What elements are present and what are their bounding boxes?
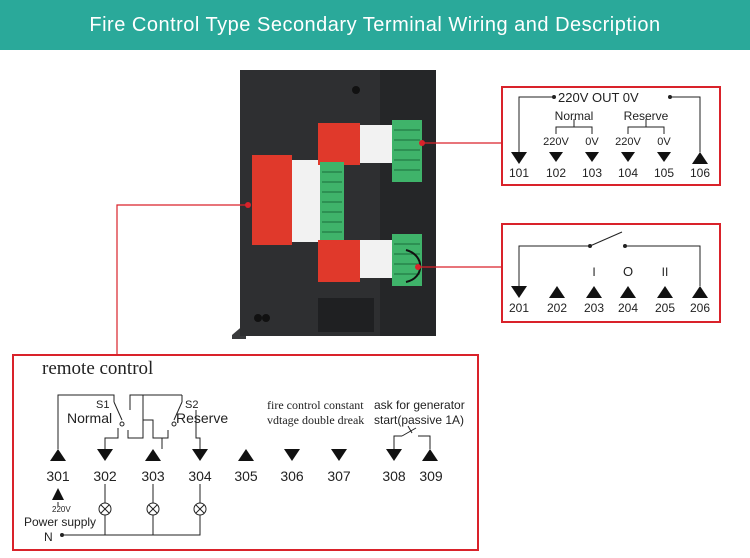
box1-sub-label: 0V bbox=[657, 136, 671, 148]
box-mode-switch: I O II 201 202 203 204 205 206 bbox=[501, 223, 721, 323]
supply-arrow-icon bbox=[52, 488, 64, 500]
terminal-301-label: 301 bbox=[46, 468, 70, 484]
terminal-206-label: 206 bbox=[690, 301, 710, 315]
mode-symbol-off: O bbox=[623, 264, 633, 279]
terminal-307-label: 307 bbox=[327, 468, 351, 484]
mode-symbol-two: II bbox=[662, 265, 669, 279]
terminal-204-label: 204 bbox=[618, 301, 638, 315]
terminal-305-label: 305 bbox=[234, 468, 258, 484]
terminal-marker-101 bbox=[511, 152, 527, 164]
terminal-block-bottom bbox=[392, 234, 422, 286]
terminal-marker-102 bbox=[549, 152, 563, 162]
terminal-203-label: 203 bbox=[584, 301, 604, 315]
terminal-101-label: 101 bbox=[509, 166, 529, 180]
generator-line1: ask for generator bbox=[374, 398, 465, 412]
red-label-left bbox=[252, 155, 292, 245]
lamp-icon bbox=[193, 502, 207, 516]
terminal-304-label: 304 bbox=[188, 468, 212, 484]
box1-top-label: 220V OUT 0V bbox=[558, 90, 639, 105]
device-controller bbox=[232, 70, 436, 339]
terminal-block-left bbox=[320, 162, 344, 240]
remote-reserve-label: Reserve bbox=[176, 410, 228, 426]
box-remote-control: remote control bbox=[12, 354, 479, 551]
box1-sub-label: 0V bbox=[585, 136, 599, 148]
fire-control-line2: vdtage double dreak bbox=[267, 413, 364, 427]
box1-sub-label: 220V bbox=[543, 136, 569, 148]
terminal-marker-204 bbox=[620, 286, 636, 298]
page-title: Fire Control Type Secondary Terminal Wir… bbox=[89, 13, 661, 36]
terminal-marker-308 bbox=[386, 449, 402, 461]
terminal-306-label: 306 bbox=[280, 468, 304, 484]
terminal-marker-304 bbox=[192, 449, 208, 461]
terminal-106-label: 106 bbox=[690, 166, 710, 180]
lamp-icon bbox=[98, 502, 112, 516]
terminal-202-label: 202 bbox=[547, 301, 567, 315]
s1-label: S1 bbox=[96, 399, 109, 411]
s2-label: S2 bbox=[185, 399, 198, 411]
box1-sub-label: 220V bbox=[615, 136, 641, 148]
terminal-marker-105 bbox=[657, 152, 671, 162]
terminal-marker-309 bbox=[422, 449, 438, 461]
terminal-103-label: 103 bbox=[582, 166, 602, 180]
box-power-output: 220V OUT 0V Normal Reserve 220V 0V 220V … bbox=[501, 86, 721, 186]
terminal-marker-307 bbox=[331, 449, 347, 461]
terminal-marker-302 bbox=[97, 449, 113, 461]
red-label-bottom bbox=[318, 240, 360, 282]
lamp-icon bbox=[146, 502, 160, 516]
terminal-309-label: 309 bbox=[419, 468, 443, 484]
box1-normal-label: Normal bbox=[555, 109, 594, 123]
remote-control-title: remote control bbox=[42, 358, 153, 379]
terminal-marker-205 bbox=[657, 286, 673, 298]
terminal-105-label: 105 bbox=[654, 166, 674, 180]
terminal-marker-305 bbox=[238, 449, 254, 461]
terminal-marker-206 bbox=[692, 286, 708, 298]
terminal-marker-104 bbox=[621, 152, 635, 162]
fire-control-line1: fire control constant bbox=[267, 398, 364, 412]
terminal-104-label: 104 bbox=[618, 166, 638, 180]
terminal-marker-306 bbox=[284, 449, 300, 461]
terminal-marker-301 bbox=[50, 449, 66, 461]
box1-reserve-label: Reserve bbox=[624, 109, 669, 123]
header-banner: Fire Control Type Secondary Terminal Wir… bbox=[0, 0, 750, 50]
terminal-302-label: 302 bbox=[93, 468, 117, 484]
mode-symbol-one: I bbox=[592, 265, 595, 279]
callout-connectors bbox=[116, 142, 502, 355]
supply-voltage-label: 220V bbox=[52, 505, 71, 514]
terminal-marker-106 bbox=[692, 152, 708, 164]
terminal-marker-202 bbox=[549, 286, 565, 298]
generator-line2: start(passive 1A) bbox=[374, 413, 464, 427]
terminal-102-label: 102 bbox=[546, 166, 566, 180]
remote-normal-label: Normal bbox=[67, 410, 112, 426]
terminal-marker-303 bbox=[145, 449, 161, 461]
terminal-303-label: 303 bbox=[141, 468, 165, 484]
terminal-marker-203 bbox=[586, 286, 602, 298]
terminal-308-label: 308 bbox=[382, 468, 406, 484]
terminal-block-top bbox=[392, 120, 422, 182]
terminal-marker-103 bbox=[585, 152, 599, 162]
terminal-marker-201 bbox=[511, 286, 527, 298]
power-supply-label: Power supply bbox=[24, 515, 96, 529]
terminal-205-label: 205 bbox=[655, 301, 675, 315]
red-label-top bbox=[318, 123, 360, 165]
neutral-label: N bbox=[44, 530, 53, 544]
terminal-201-label: 201 bbox=[509, 301, 529, 315]
